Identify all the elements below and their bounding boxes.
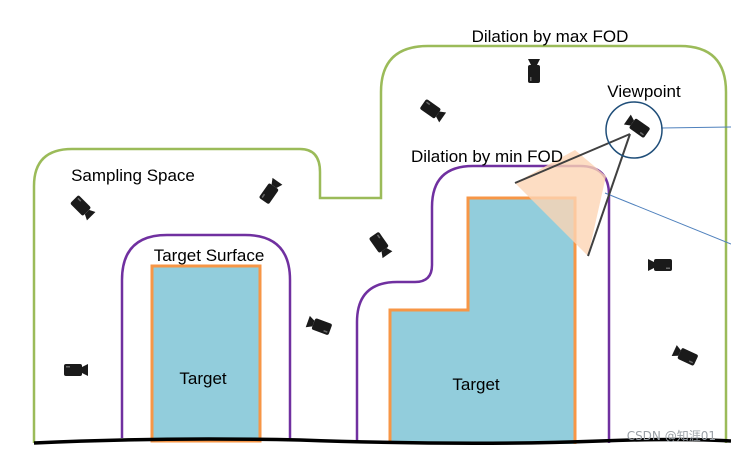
fov-cone	[515, 150, 606, 256]
viewpoint-cone-line-lower	[587, 133, 631, 257]
camera-icon	[648, 259, 672, 271]
label-target-surface: Target Surface	[154, 246, 265, 265]
viewpoint-cone-line-upper	[514, 133, 631, 184]
viewpoint-ray-upper	[660, 126, 731, 129]
camera-icon	[528, 59, 540, 83]
label-dilation-min: Dilation by min FOD	[411, 147, 563, 166]
camera-icon	[368, 231, 393, 259]
sampling-space-outline	[32, 44, 728, 443]
target-right	[388, 196, 577, 444]
target-left	[150, 264, 262, 443]
label-dilation-max: Dilation by max FOD	[472, 27, 629, 46]
ground-line	[33, 437, 731, 446]
label-target-left: Target	[179, 369, 227, 388]
watermark: CSDN @知涯01	[627, 429, 716, 443]
viewpoint-circle	[605, 101, 663, 159]
dilation-min-left-outline	[120, 233, 292, 438]
camera-icon	[305, 315, 333, 336]
label-target-right: Target	[452, 375, 500, 394]
camera-icon	[258, 177, 283, 205]
label-viewpoint: Viewpoint	[607, 82, 681, 101]
camera-icon	[419, 98, 447, 123]
viewpoint-ray-lower	[604, 192, 731, 245]
camera-icon	[64, 364, 88, 376]
label-sampling-space: Sampling Space	[71, 166, 195, 185]
camera-icon	[671, 345, 699, 367]
camera-icon	[69, 194, 96, 221]
